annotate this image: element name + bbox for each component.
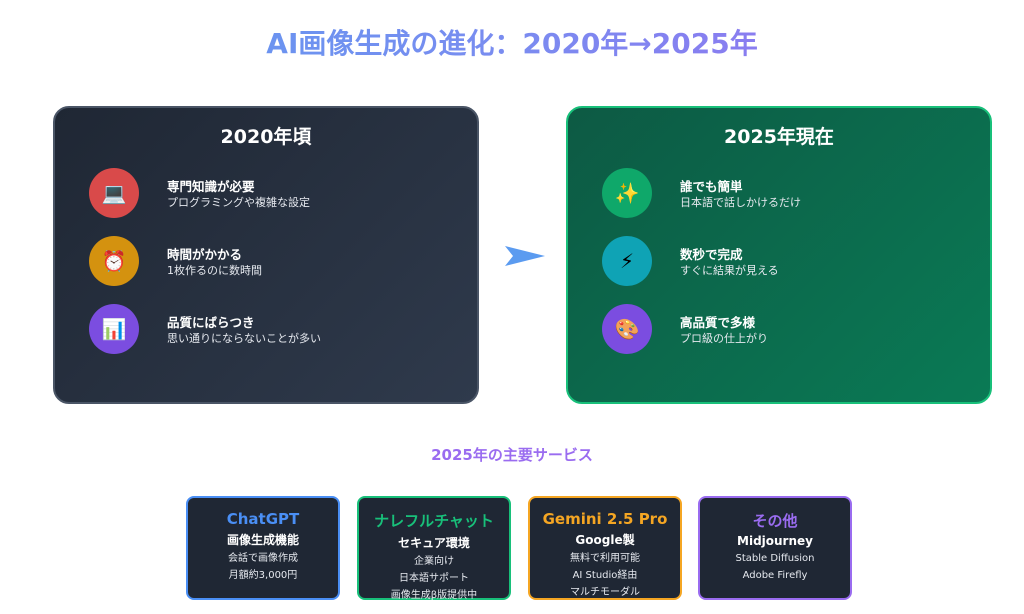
- service-line: 無料で利用可能: [570, 553, 640, 564]
- service-subtitle: 画像生成機能: [226, 533, 299, 547]
- service-subtitle: Google製: [575, 533, 635, 547]
- service-name: ナレフルチャット: [374, 512, 494, 530]
- after-item: ✨ 誰でも簡単 日本語で話しかけるだけ: [602, 168, 972, 220]
- page-title: AI画像生成の進化：2020年→2025年: [0, 22, 1024, 62]
- before-item: ⏰ 時間がかかる 1枚作るのに数時間: [89, 236, 459, 288]
- right-arrow-icon: [505, 246, 545, 266]
- service-subtitle: Midjourney: [737, 534, 813, 548]
- after-panel-title: 2025年現在: [724, 126, 834, 148]
- after-item-desc: プロ級の仕上がり: [680, 332, 768, 345]
- service-line: 日本語サポート: [399, 573, 469, 584]
- after-item-desc: 日本語で話しかけるだけ: [680, 196, 801, 209]
- service-name: ChatGPT: [226, 510, 300, 528]
- service-card-gemini: Gemini 2.5 Pro Google製 無料で利用可能 AI Studio…: [528, 496, 682, 600]
- service-card-others: その他 Midjourney Stable Diffusion Adobe Fi…: [698, 496, 852, 600]
- services-title: 2025年の主要サービス: [431, 446, 593, 464]
- before-panel-title: 2020年頃: [220, 126, 312, 148]
- laptop-icon: 💻: [89, 168, 139, 218]
- service-line: Adobe Firefly: [742, 570, 808, 581]
- lightning-icon: ⚡: [602, 236, 652, 286]
- before-item: 📊 品質にばらつき 思い通りにならないことが多い: [89, 304, 459, 356]
- sparkles-icon: ✨: [602, 168, 652, 218]
- palette-icon: 🎨: [602, 304, 652, 354]
- before-item-desc: 思い通りにならないことが多い: [167, 332, 321, 345]
- service-subtitle: セキュア環境: [398, 536, 470, 550]
- service-name: その他: [752, 512, 798, 530]
- service-card-chatgpt: ChatGPT 画像生成機能 会話で画像作成 月額約3,000円: [186, 496, 340, 600]
- before-item-title: 専門知識が必要: [167, 179, 255, 194]
- service-line: AI Studio経由: [572, 570, 638, 581]
- service-line: 企業向け: [414, 556, 454, 567]
- after-item-title: 数秒で完成: [680, 247, 743, 262]
- after-item: 🎨 高品質で多様 プロ級の仕上がり: [602, 304, 972, 356]
- before-item-desc: 1枚作るのに数時間: [167, 264, 262, 277]
- before-item-title: 時間がかかる: [167, 247, 243, 262]
- before-item-desc: プログラミングや複雑な設定: [167, 196, 310, 209]
- after-item-title: 高品質で多様: [680, 315, 756, 330]
- service-line: 月額約3,000円: [228, 570, 298, 581]
- after-item: ⚡ 数秒で完成 すぐに結果が見える: [602, 236, 972, 288]
- before-item-title: 品質にばらつき: [167, 315, 255, 330]
- bar-chart-icon: 📊: [89, 304, 139, 354]
- service-line: Stable Diffusion: [735, 553, 815, 564]
- service-line: 画像生成β版提供中: [390, 590, 478, 601]
- alarm-clock-icon: ⏰: [89, 236, 139, 286]
- service-card-narefuru: ナレフルチャット セキュア環境 企業向け 日本語サポート 画像生成β版提供中: [357, 496, 511, 601]
- service-name: Gemini 2.5 Pro: [542, 510, 668, 528]
- after-item-title: 誰でも簡単: [680, 179, 743, 194]
- before-panel: 2020年頃 💻 専門知識が必要 プログラミングや複雑な設定 ⏰ 時間がかかる …: [53, 106, 479, 404]
- before-item: 💻 専門知識が必要 プログラミングや複雑な設定: [89, 168, 459, 220]
- after-panel: 2025年現在 ✨ 誰でも簡単 日本語で話しかけるだけ ⚡ 数秒で完成 すぐに結…: [566, 106, 992, 404]
- after-item-desc: すぐに結果が見える: [680, 264, 779, 277]
- service-line: マルチモーダル: [570, 587, 640, 598]
- service-line: 会話で画像作成: [228, 553, 298, 564]
